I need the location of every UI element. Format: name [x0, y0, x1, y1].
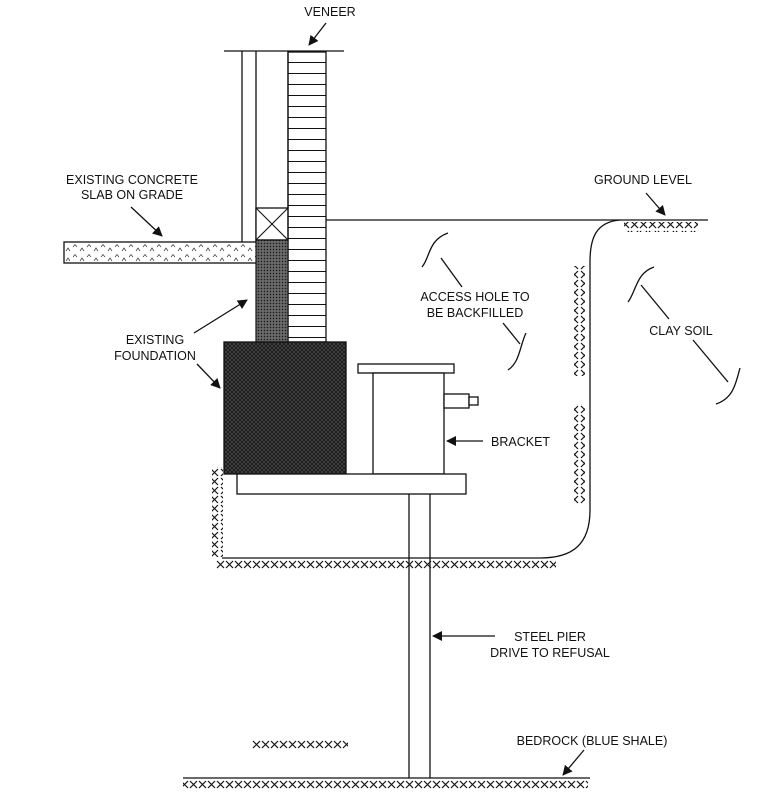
- access-hole-label-line1: ACCESS HOLE TO: [420, 290, 530, 304]
- bracket-bolt: [443, 393, 470, 409]
- bedrock-hatch: [183, 780, 588, 790]
- slab-label-line2: SLAB ON GRADE: [81, 188, 183, 202]
- access-hole-outline: [222, 219, 621, 559]
- bracket-cap: [357, 363, 455, 374]
- soil-hatch-bedrock-top: [252, 739, 348, 749]
- access-hole-label-line2: BE BACKFILLED: [427, 306, 524, 320]
- bedrock-label: BEDROCK (BLUE SHALE): [517, 734, 668, 748]
- steel-pier-label-line2: DRIVE TO REFUSAL: [490, 646, 610, 660]
- bracket-base-plate: [236, 473, 467, 495]
- veneer-label: VENEER: [304, 5, 355, 19]
- existing-concrete-slab: [63, 241, 260, 264]
- ground-level-label: GROUND LEVEL: [594, 173, 692, 187]
- soil-hatch-left-side: [212, 467, 223, 557]
- house-wall: [224, 50, 344, 242]
- foundation-stem-wall: [255, 239, 289, 343]
- soil-hatch-wall-lower: [574, 404, 585, 504]
- foundation-label-line2: FOUNDATION: [114, 349, 196, 363]
- ground-level-arrow: [645, 192, 666, 216]
- brick-veneer: [287, 51, 327, 343]
- foundation-arrow-upper: [193, 299, 248, 334]
- bracket-bolt-end: [468, 396, 479, 406]
- veneer-arrow: [308, 22, 327, 46]
- steel-pier: [408, 494, 431, 778]
- bracket-body: [372, 372, 445, 475]
- steel-pier-label-line1: STEEL PIER: [514, 630, 586, 644]
- clay-soil-leader: [627, 266, 741, 405]
- access-hole-leader: [421, 232, 527, 371]
- soil-hatching: [183, 222, 698, 790]
- slab-label-line1: EXISTING CONCRETE: [66, 173, 198, 187]
- bedrock-arrow: [562, 749, 585, 776]
- foundation-arrow-lower: [196, 363, 221, 389]
- existing-foundation-footing: [223, 341, 347, 475]
- soil-hatch-wall-upper: [574, 266, 585, 376]
- soil-hatch-excavation-bottom: [216, 559, 556, 569]
- bracket-label: BRACKET: [491, 435, 550, 449]
- foundation-label-line1: EXISTING: [126, 333, 184, 347]
- soil-hatch-ground-right: [624, 222, 698, 232]
- pier-bracket: [357, 363, 479, 475]
- clay-soil-label: CLAY SOIL: [649, 324, 713, 338]
- slab-arrow: [130, 206, 163, 237]
